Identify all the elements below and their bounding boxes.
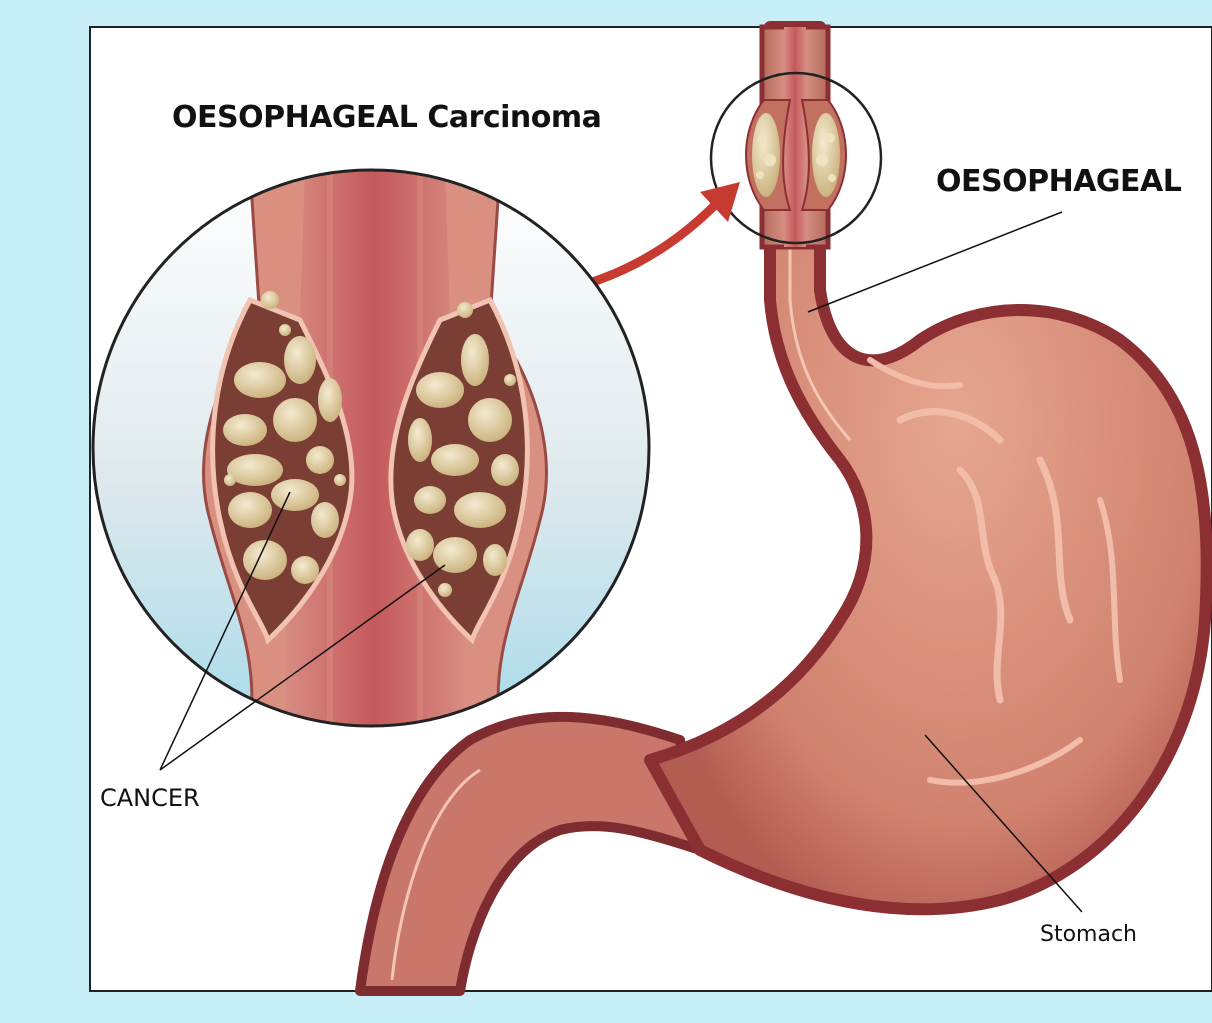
magnified-circle (93, 170, 649, 730)
stomach-label: Stomach (1040, 922, 1137, 947)
cancer-label: CANCER (100, 784, 200, 812)
oesophageal-label: OESOPHAGEAL (936, 164, 1181, 199)
diagram-title: OESOPHAGEAL Carcinoma (172, 100, 601, 135)
